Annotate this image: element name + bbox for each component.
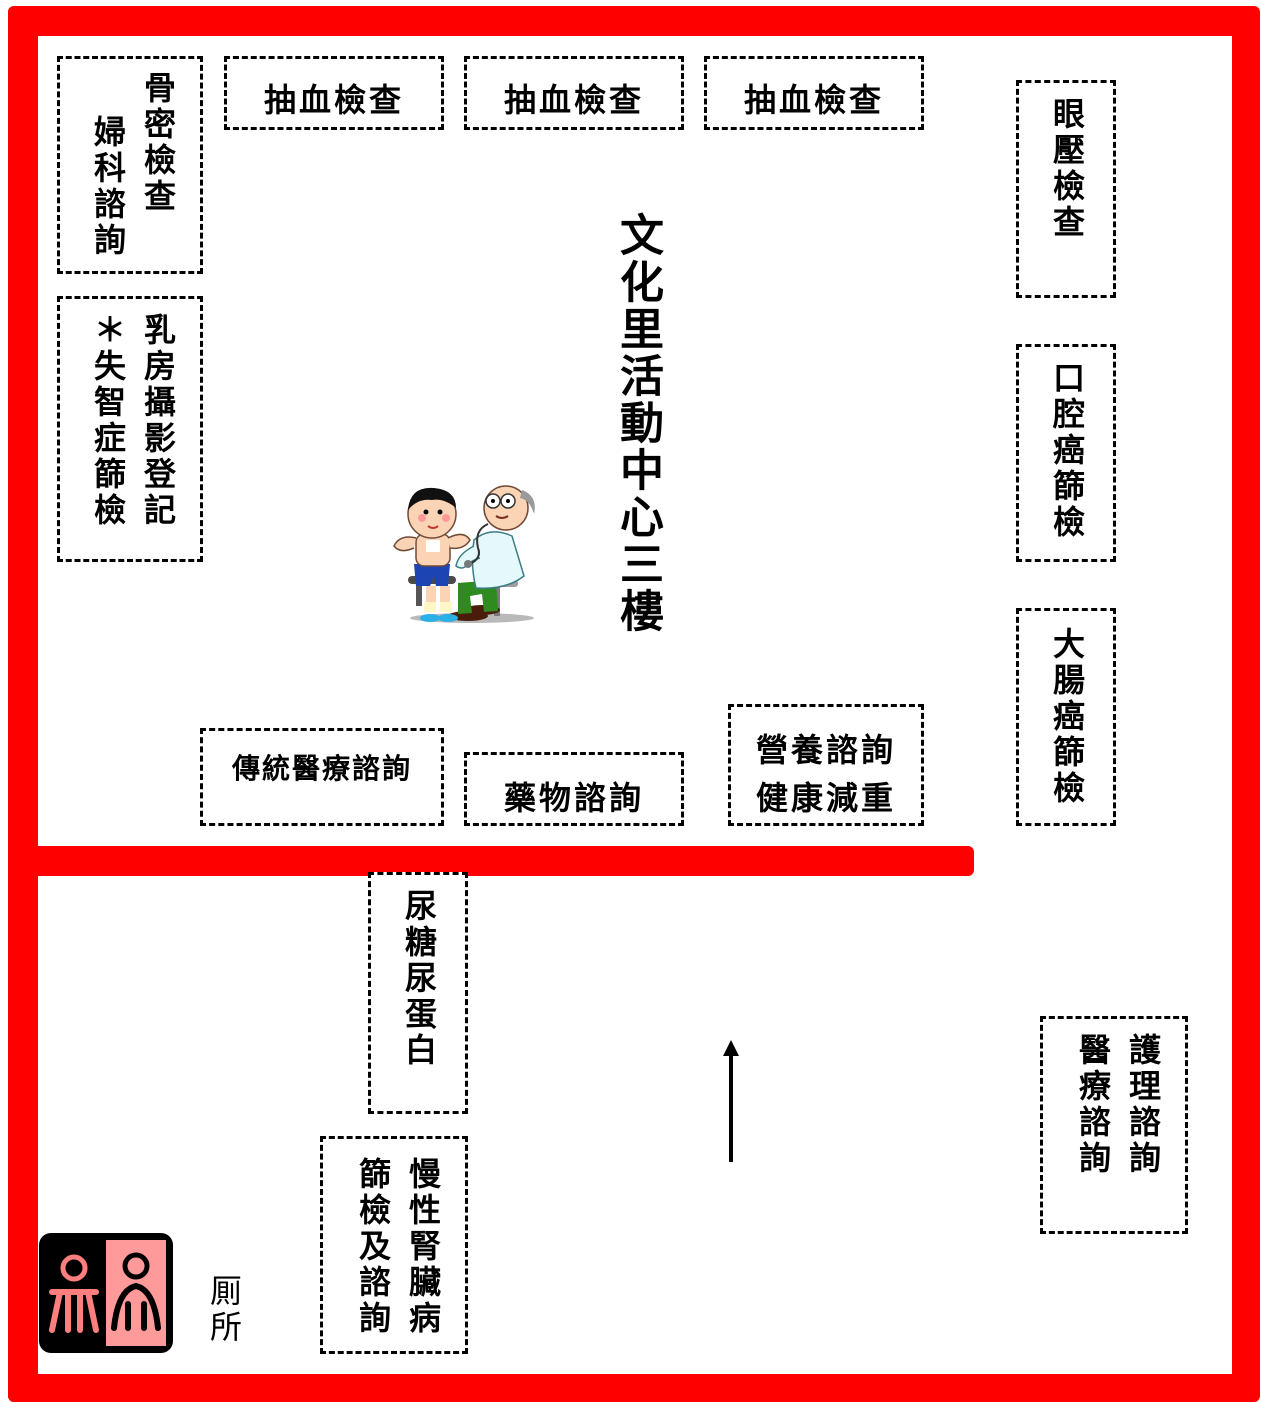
wall-middle (8, 846, 974, 876)
station-blood-1: 抽血檢查 (224, 56, 444, 130)
up-arrow-icon (723, 1040, 739, 1162)
station-colorectal-cancer: 大腸癌篩檢 (1016, 608, 1116, 826)
station-label-medical: 醫療諮詢 (1074, 1033, 1112, 1177)
station-label-eye-pressure: 眼壓檢查 (1048, 97, 1086, 241)
station-label-dementia: ＊失智症篩檢 (89, 313, 127, 529)
station-label-kidney-consult: 篩檢及諮詢 (354, 1157, 392, 1337)
wall-left (8, 6, 38, 1402)
station-label-weight-loss: 健康減重 (755, 779, 896, 817)
wall-top (8, 6, 1255, 36)
station-label-blood-1: 抽血檢查 (263, 81, 404, 119)
station-label-gyn: 婦科諮詢 (89, 115, 127, 259)
station-urine: 尿糖尿蛋白 (368, 872, 468, 1114)
station-blood-3: 抽血檢查 (704, 56, 924, 130)
station-oral-cancer: 口腔癌篩檢 (1016, 344, 1116, 562)
station-label-tcm: 傳統醫療諮詢 (231, 752, 412, 785)
doctor-child-illustration (393, 485, 535, 623)
station-label-breast: 乳房攝影登記 (139, 313, 177, 529)
station-label-colorectal-cancer: 大腸癌篩檢 (1048, 627, 1086, 807)
station-label-blood-2: 抽血檢查 (503, 81, 644, 119)
station-tcm: 傳統醫療諮詢 (200, 728, 444, 826)
restroom-label: 厠所 (205, 1274, 243, 1346)
wall-bottom (8, 1374, 1255, 1402)
station-label-kidney: 慢性腎臟病 (404, 1157, 442, 1337)
station-medication: 藥物諮詢 (464, 752, 684, 826)
station-blood-2: 抽血檢查 (464, 56, 684, 130)
station-label-urine: 尿糖尿蛋白 (400, 889, 438, 1069)
station-kidney: 慢性腎臟病 篩檢及諮詢 (320, 1136, 468, 1354)
floor-title: 文化里活動中心三樓 (612, 212, 663, 635)
station-label-medication: 藥物諮詢 (503, 779, 644, 817)
station-label-blood-3: 抽血檢查 (743, 81, 884, 119)
wall-right (1232, 6, 1260, 1402)
station-nutrition: 營養諮詢 健康減重 (728, 704, 924, 826)
station-bone-gyn: 骨密檢查 婦科諮詢 (57, 56, 203, 274)
station-label-bone: 骨密檢查 (139, 71, 177, 215)
station-nursing-medical: 護理諮詢 醫療諮詢 (1040, 1016, 1188, 1234)
station-label-nutrition: 營養諮詢 (755, 731, 896, 769)
station-eye-pressure: 眼壓檢查 (1016, 80, 1116, 298)
station-label-oral-cancer: 口腔癌篩檢 (1048, 361, 1086, 541)
station-label-nursing: 護理諮詢 (1124, 1033, 1162, 1177)
restroom-icon (39, 1233, 173, 1353)
station-breast-dementia: 乳房攝影登記 ＊失智症篩檢 (57, 296, 203, 562)
